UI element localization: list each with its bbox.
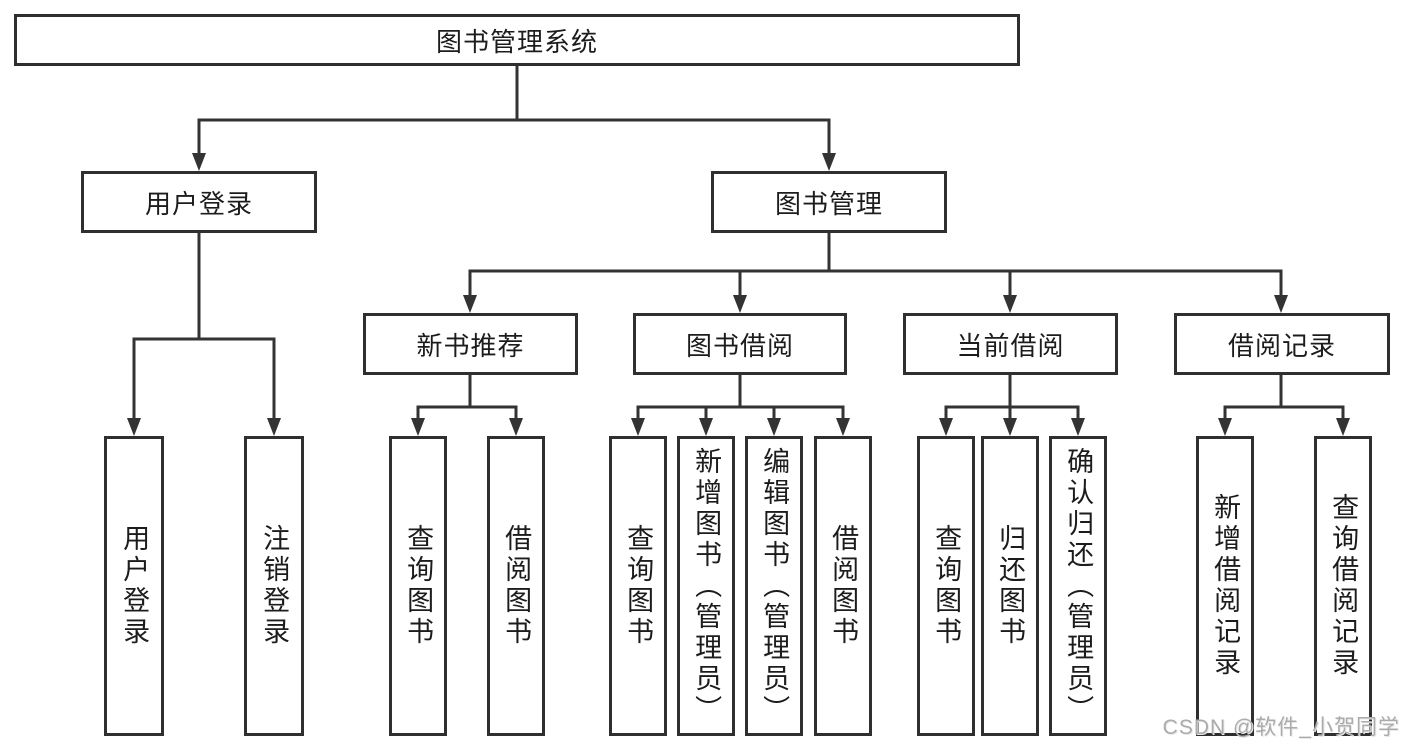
arrowhead [699, 418, 713, 436]
leaf-query-books-recommend: 查询图书 [389, 436, 447, 736]
arrowhead [733, 295, 747, 313]
leaf-add-book-admin: 新增图书（管理员） [677, 436, 735, 736]
arrowhead [411, 418, 425, 436]
arrowhead [1003, 295, 1017, 313]
leaf-query-borrow-record: 查询借阅记录 [1314, 436, 1372, 736]
node-root: 图书管理系统 [14, 14, 1020, 66]
leaf-user-login: 用户登录 [104, 436, 164, 736]
arrowhead [767, 418, 781, 436]
node-book-management: 图书管理 [711, 171, 947, 233]
arrowhead [631, 418, 645, 436]
node-user-login: 用户登录 [81, 171, 317, 233]
leaf-add-borrow-record: 新增借阅记录 [1196, 436, 1254, 736]
arrowhead [822, 153, 836, 171]
leaf-borrow-books-recommend: 借阅图书 [487, 436, 545, 736]
arrowhead [1274, 295, 1288, 313]
leaf-query-books-borrow: 查询图书 [609, 436, 667, 736]
csdn-watermark: CSDN @软件_小贺同学 [1162, 716, 1400, 739]
leaf-logout: 注销登录 [244, 436, 304, 736]
node-book-borrow: 图书借阅 [633, 313, 847, 375]
leaf-confirm-return-admin: 确认归还（管理员） [1049, 436, 1107, 736]
node-current-borrow: 当前借阅 [903, 313, 1118, 375]
leaf-return-book: 归还图书 [981, 436, 1039, 736]
leaf-borrow-books: 借阅图书 [814, 436, 872, 736]
arrowhead [1071, 418, 1085, 436]
arrowhead [1218, 418, 1232, 436]
arrowhead [1003, 418, 1017, 436]
arrowhead [192, 153, 206, 171]
node-borrow-records: 借阅记录 [1174, 313, 1390, 375]
arrowhead [509, 418, 523, 436]
arrowhead [267, 418, 281, 436]
arrowhead [463, 295, 477, 313]
node-new-book-recommend: 新书推荐 [363, 313, 578, 375]
leaf-edit-book-admin: 编辑图书（管理员） [745, 436, 803, 736]
leaf-query-books-current: 查询图书 [917, 436, 975, 736]
arrowhead [836, 418, 850, 436]
arrowhead [127, 418, 141, 436]
arrowhead [939, 418, 953, 436]
arrowhead [1336, 418, 1350, 436]
